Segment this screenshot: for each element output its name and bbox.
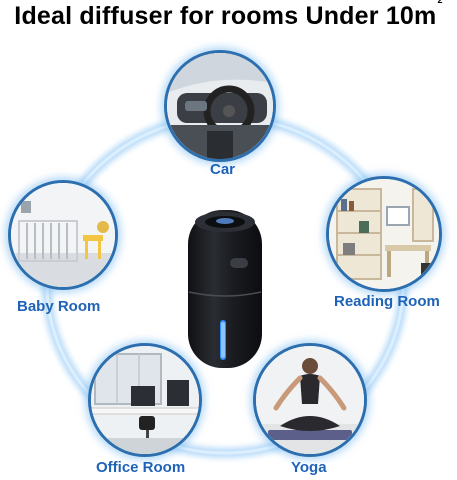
label-baby-room: Baby Room xyxy=(17,298,101,315)
diffuser-photo xyxy=(188,186,262,368)
reading-room-scene-bubble xyxy=(326,176,442,292)
label-car: Car xyxy=(210,161,236,178)
label-reading-room: Reading Room xyxy=(334,293,440,310)
baby-room-photo xyxy=(11,183,115,287)
page-title: Ideal diffuser for rooms Under 10m2 xyxy=(0,0,457,31)
office-room-photo xyxy=(91,346,199,454)
office-room-scene-bubble xyxy=(88,343,202,457)
baby-room-scene-bubble xyxy=(8,180,118,290)
car-interior-photo xyxy=(167,53,273,159)
label-yoga: Yoga xyxy=(291,459,327,476)
reading-room-photo xyxy=(329,179,439,289)
title-text: Ideal diffuser for rooms Under 10m xyxy=(14,2,437,30)
label-office-room: Office Room xyxy=(96,459,186,476)
car-scene-bubble xyxy=(164,50,276,162)
title-superscript: 2 xyxy=(437,0,442,5)
